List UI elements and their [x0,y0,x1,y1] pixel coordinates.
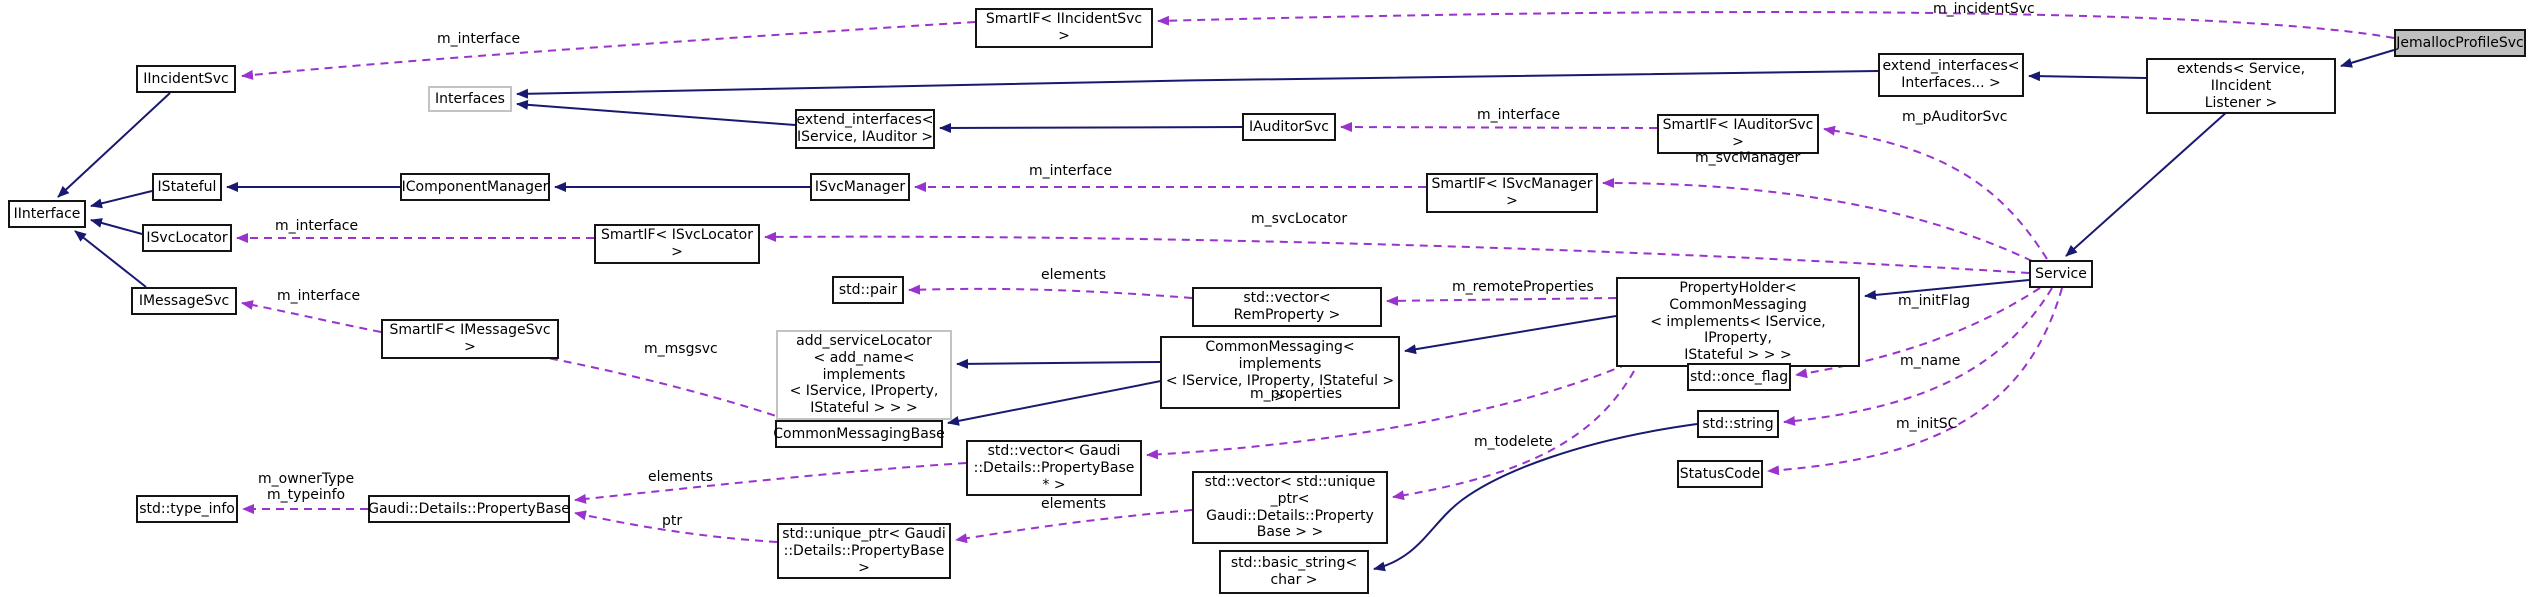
edge-label-m_properties: m_properties [1250,386,1343,402]
node-vector_uq[interactable]: std::vector< std::unique _ptr< Gaudi::De… [1192,471,1388,545]
edge-label-m_interface: m_interface [1477,107,1561,123]
edge-label-m_incidentSvc: m_incidentSvc [1933,1,2035,17]
edge-label-m_remoteProperties: m_remoteProperties [1452,279,1594,295]
edge-label-m_interface: m_interface [275,218,359,234]
edge-e15 [947,379,1167,426]
edge-label-m_initFlag: m_initFlag [1898,293,1971,309]
edge-label-m_todelete: m_todelete [1474,434,1553,450]
node-propertybase[interactable]: Gaudi::Details::PropertyBase [368,495,570,523]
edge-d6-m_svcManager [1602,178,2033,262]
edge-e17 [939,122,1243,133]
edge-d3-m_interface [1340,122,1658,133]
edge-label-m_svcLocator: m_svcLocator [1251,211,1348,227]
edge-label-m_msgsvc: m_msgsvc [644,341,718,357]
node-vector_pb[interactable]: std::vector< Gaudi ::Details::PropertyBa… [966,440,1142,497]
node-istateful[interactable]: IStateful [152,173,222,201]
node-imessagesvc[interactable]: IMessageSvc [131,287,237,315]
node-smartif_imsg[interactable]: SmartIF< IMessageSvc > [381,319,559,359]
node-smartif_iincidentsvc[interactable]: SmartIF< IIncidentSvc > [975,8,1153,48]
edge-label-m_initSC: m_initSC [1896,416,1958,432]
node-ext_iservice[interactable]: extend_interfaces< IService, IAuditor > [795,109,935,149]
edge-d4-m_pAuditorSvc [1823,125,2048,260]
node-std_string[interactable]: std::string [1697,410,1779,438]
node-isvcmgr[interactable]: ISvcManager [810,173,910,201]
node-ext_ifaces[interactable]: extend_interfaces< Interfaces... > [1878,53,2024,97]
edge-label-m_interface: m_interface [437,31,521,47]
edge-d15-m_todelete [1392,332,1653,501]
node-iincidentsvc[interactable]: IIncidentSvc [136,65,236,93]
node-smartif_iauditorsvc[interactable]: SmartIF< IAuditorSvc > [1657,114,1819,154]
node-once_flag[interactable]: std::once_flag [1687,363,1791,391]
node-smartif_isvcloc[interactable]: SmartIF< ISvcLocator > [594,224,760,264]
edge-label-ptr: ptr [662,513,683,529]
edge-label-elements: elements [1041,267,1107,283]
edge-e8 [516,70,1879,99]
node-smartif_isvcmgr[interactable]: SmartIF< ISvcManager > [1426,173,1598,213]
node-typeinfo[interactable]: std::type_info [136,495,238,523]
edge-d17-m_interface [241,300,382,333]
edge-d8-m_svcLocator [764,231,2030,274]
edge-e14 [956,358,1161,369]
edge-label-elements: elements [1041,496,1107,512]
edge-d9-elements [908,284,1193,299]
node-icompmgr[interactable]: IComponentManager [400,173,550,201]
edge-e10 [2340,49,2395,68]
edge-e13 [1404,315,1617,355]
edge-label-m_name: m_name [1900,353,1961,369]
node-isvclocator[interactable]: ISvcLocator [142,224,232,252]
node-propertyholder[interactable]: PropertyHolder< CommonMessaging < implem… [1616,277,1860,367]
node-vector_rem[interactable]: std::vector< RemProperty > [1192,287,1382,327]
node-uniqueptr[interactable]: std::unique_ptr< Gaudi ::Details::Proper… [777,523,951,580]
node-add_svcloc[interactable]: add_serviceLocator < add_name< implement… [776,330,952,420]
edge-label-m_svcManager: m_svcManager [1695,150,1801,166]
edge-d2-m_incidentSvc [1157,11,2395,39]
edge-e9 [2028,71,2147,82]
edge-d18-elements [574,462,967,504]
node-iauditorsvc[interactable]: IAuditorSvc [1242,113,1336,141]
edge-label-m_interface: m_interface [1029,163,1113,179]
edge-label-m_ownerType: m_ownerType m_typeinfo [258,471,355,504]
edge-d1-m_interface [241,21,976,80]
node-interfaces[interactable]: Interfaces [428,86,512,112]
node-statuscode[interactable]: StatusCode [1677,460,1763,488]
edge-d20-elements [955,509,1193,544]
edge-label-elements: elements [648,469,714,485]
edge-e11 [2065,101,2239,257]
node-jemalloc[interactable]: JemallocProfileSvc [2394,29,2526,57]
edge-d16-m_msgsvc [490,344,789,421]
edge-d10-m_remoteProperties [1386,295,1617,306]
node-commonmessaging[interactable]: CommonMessaging< implements < IService, … [1160,336,1400,410]
edge-e4 [74,230,147,288]
edge-e2 [90,190,153,209]
node-std_pair[interactable]: std::pair [832,276,904,304]
node-basicstring[interactable]: std::basic_string< char > [1219,550,1369,594]
node-iinterface[interactable]: IInterface [8,200,86,228]
node-cmbase[interactable]: CommonMessagingBase [773,420,945,448]
edge-e3 [90,218,143,235]
edge-e7 [516,99,796,126]
node-extends_svc[interactable]: extends< Service, IIncident Listener > [2146,58,2336,115]
edge-label-m_interface: m_interface [277,288,361,304]
edge-label-m_pAuditorSvc: m_pAuditorSvc [1902,109,2008,125]
node-service[interactable]: Service [2029,260,2093,288]
